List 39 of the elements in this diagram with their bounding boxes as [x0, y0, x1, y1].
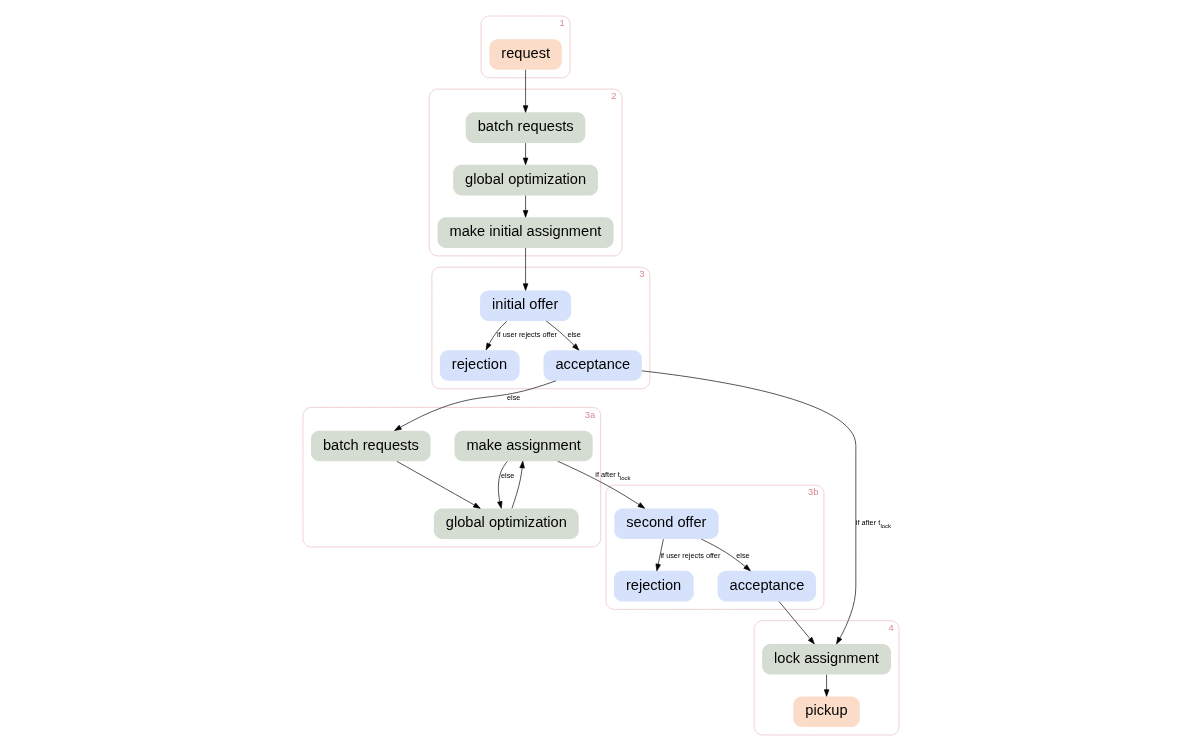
node-box: batch requests [465, 112, 586, 143]
node-box: pickup [793, 696, 860, 727]
edge-label: if user rejects offer [660, 551, 721, 561]
arrow [545, 320, 580, 351]
arrow [557, 460, 646, 509]
node-box: lock assignment [762, 643, 892, 675]
edge-label: if after t$_{lock}$ [595, 470, 631, 482]
edge-label: else [500, 470, 515, 480]
edge-label: else [506, 392, 521, 402]
node-box: rejection [613, 570, 694, 602]
arrow [511, 460, 525, 509]
arrow [485, 320, 508, 351]
arrow [823, 674, 830, 697]
arrow [522, 69, 529, 113]
arrow [778, 601, 815, 645]
node-box: make initial assignment [437, 217, 614, 248]
edge-label: if user rejects offer [497, 330, 557, 340]
edge-label: if after t$_{lock}$ [855, 517, 892, 529]
node-box: acceptance [717, 570, 816, 602]
arrow [396, 461, 481, 509]
arrow [641, 370, 857, 645]
arrow [700, 538, 751, 572]
node-box: rejection [439, 350, 520, 381]
arrow [522, 195, 529, 218]
node-box: global optimization [453, 164, 598, 196]
arrow [522, 247, 529, 291]
node-box: make assignment [454, 430, 593, 462]
node-box: request [489, 39, 562, 70]
node-box: second offer [614, 508, 719, 539]
node-box: initial offer [480, 290, 572, 321]
arrow [497, 461, 508, 509]
node-box: batch requests [310, 430, 431, 462]
arrow [655, 538, 664, 572]
arrow [522, 142, 529, 166]
edge-label: else [567, 330, 581, 340]
edge-label: else [736, 551, 750, 561]
arrow [394, 380, 557, 431]
node-box: acceptance [543, 350, 642, 381]
node-box: global optimization [433, 508, 579, 539]
